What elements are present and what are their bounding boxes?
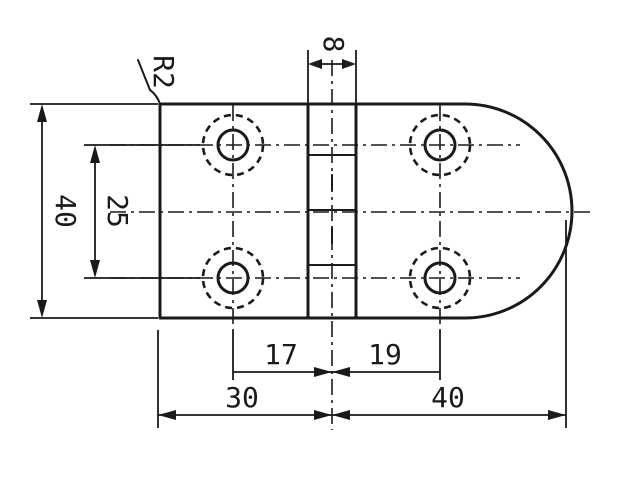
dimension-hole-spacing <box>84 144 200 279</box>
hole-offset-right-label: 19 <box>368 338 402 371</box>
dimension-overall-widths <box>157 220 567 428</box>
hole-spacing-label: 25 <box>101 194 134 228</box>
hole-bottom-left <box>201 246 265 310</box>
hole-bottom-right <box>408 246 472 310</box>
hole-top-left <box>201 113 265 177</box>
thickness-label: 8 <box>317 36 350 53</box>
dimension-knuckle-width <box>307 50 357 104</box>
plate-outline <box>158 102 574 320</box>
hole-offset-left-label: 17 <box>264 338 298 371</box>
hole-top-right <box>408 113 472 177</box>
width-left-label: 30 <box>225 381 259 414</box>
height-label: 40 <box>49 194 82 228</box>
radius-label: R2 <box>147 55 180 89</box>
dimension-height <box>30 103 158 319</box>
radius-corner-mark <box>149 89 161 105</box>
width-right-label: 40 <box>431 381 465 414</box>
radius-leader <box>137 59 151 91</box>
dimension-hole-offsets <box>232 330 441 380</box>
